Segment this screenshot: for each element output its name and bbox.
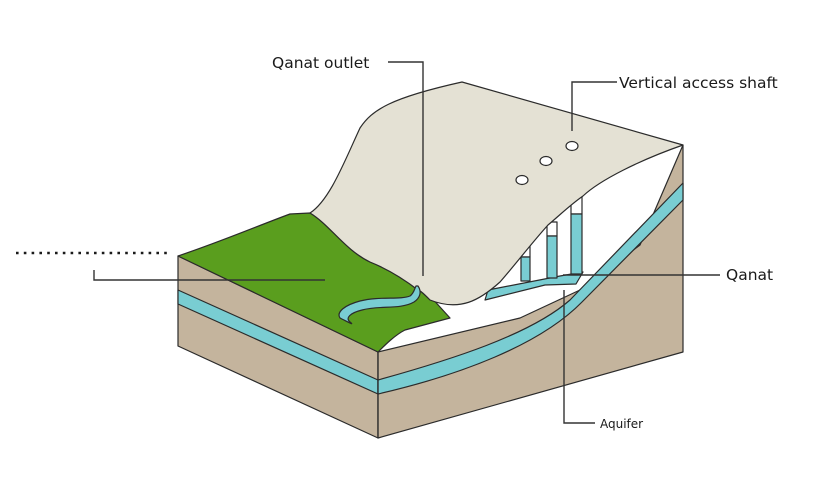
shaft-2-water — [546, 235, 558, 279]
access-shaft-hole-1 — [515, 174, 529, 186]
leader-aquifer — [563, 290, 595, 424]
label-qanat: Qanat — [726, 266, 773, 284]
hill-surface — [309, 81, 684, 306]
leader-unlabeled-left — [93, 270, 325, 281]
access-shaft-hole-2 — [539, 155, 553, 167]
label-aquifer: Aquifer — [600, 417, 643, 431]
aquifer-band-right-face — [377, 182, 684, 395]
label-vertical-access-shaft: Vertical access shaft — [619, 74, 778, 92]
qanat-outlet-stream — [338, 285, 421, 325]
qanat-tunnel — [484, 271, 584, 301]
label-qanat-outlet: Qanat outlet — [272, 54, 369, 72]
shaft-3-water — [570, 213, 583, 275]
leader-qanat-outlet — [388, 61, 424, 276]
access-shaft-hole-3 — [565, 140, 579, 152]
shaft-1-water — [520, 256, 531, 282]
leader-vertical-access-shaft — [571, 81, 617, 131]
